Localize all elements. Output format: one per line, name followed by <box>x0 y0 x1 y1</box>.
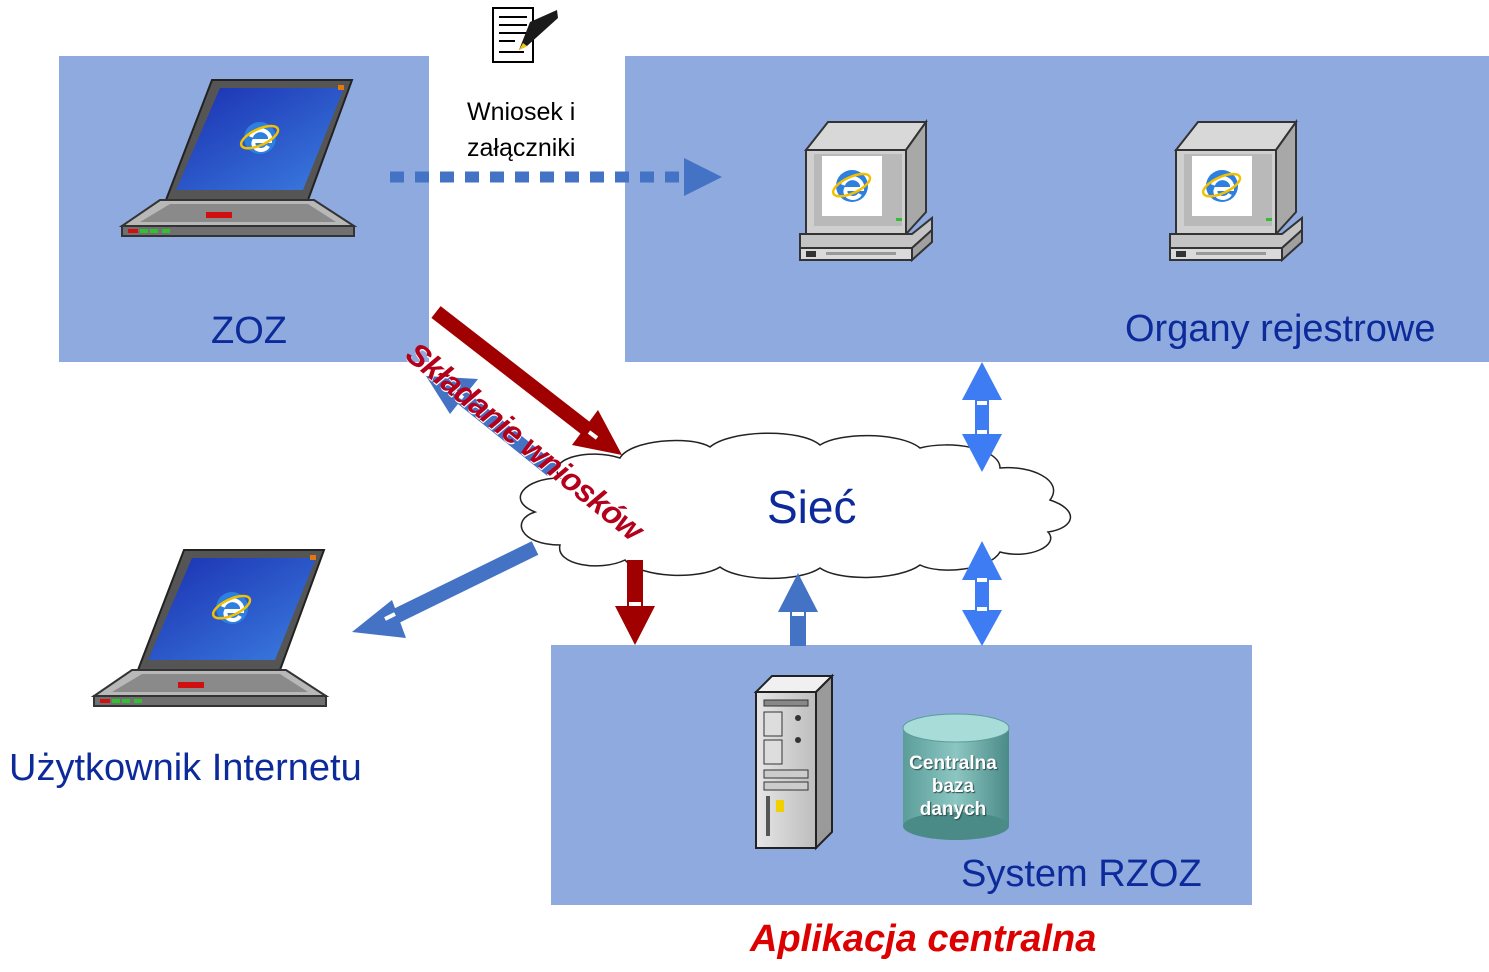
organy-panel: Organy rejestrowe <box>625 56 1489 362</box>
database-label-line-1: Centralna <box>909 753 997 774</box>
app-title: Aplikacja centralna <box>750 918 1097 960</box>
document-caption-line-1: Wniosek i <box>467 98 576 126</box>
database-cylinder-icon <box>902 713 1010 840</box>
arrow-network-to-zoz <box>455 390 557 476</box>
arrow-zoz-to-network <box>431 306 593 436</box>
database-label-line-2: baza <box>931 776 975 797</box>
database-label: Centralna baza danych <box>895 752 1011 821</box>
zoz-laptop-icon <box>122 80 354 236</box>
network-label: Sieć <box>767 481 857 533</box>
zoz-label: ZOZ <box>211 310 287 352</box>
database-label-line-3: danych <box>919 799 987 820</box>
user-laptop-icon <box>94 550 326 706</box>
server-tower-icon <box>753 673 835 851</box>
rzoz-panel: System RZOZ <box>551 645 1252 905</box>
user-label: Użytkownik Internetu <box>9 747 362 789</box>
arrow-organy-network <box>962 362 1002 472</box>
cloud-icon <box>519 432 1072 580</box>
arrow-network-to-rzoz <box>627 560 643 606</box>
arrow-rzoz-to-network <box>790 610 806 646</box>
organy-label: Organy rejestrowe <box>1125 308 1436 350</box>
desktop-1-icon <box>800 122 932 260</box>
desktop-2-icon <box>1170 122 1302 260</box>
arrow-network-rzoz-double <box>962 541 1002 646</box>
rzoz-label: System RZOZ <box>961 853 1202 895</box>
document-caption: Wniosek i załączniki <box>467 94 575 166</box>
document-pen-icon <box>492 7 558 63</box>
document-caption-line-2: załączniki <box>467 134 576 162</box>
arrow-network-to-user <box>388 541 539 625</box>
